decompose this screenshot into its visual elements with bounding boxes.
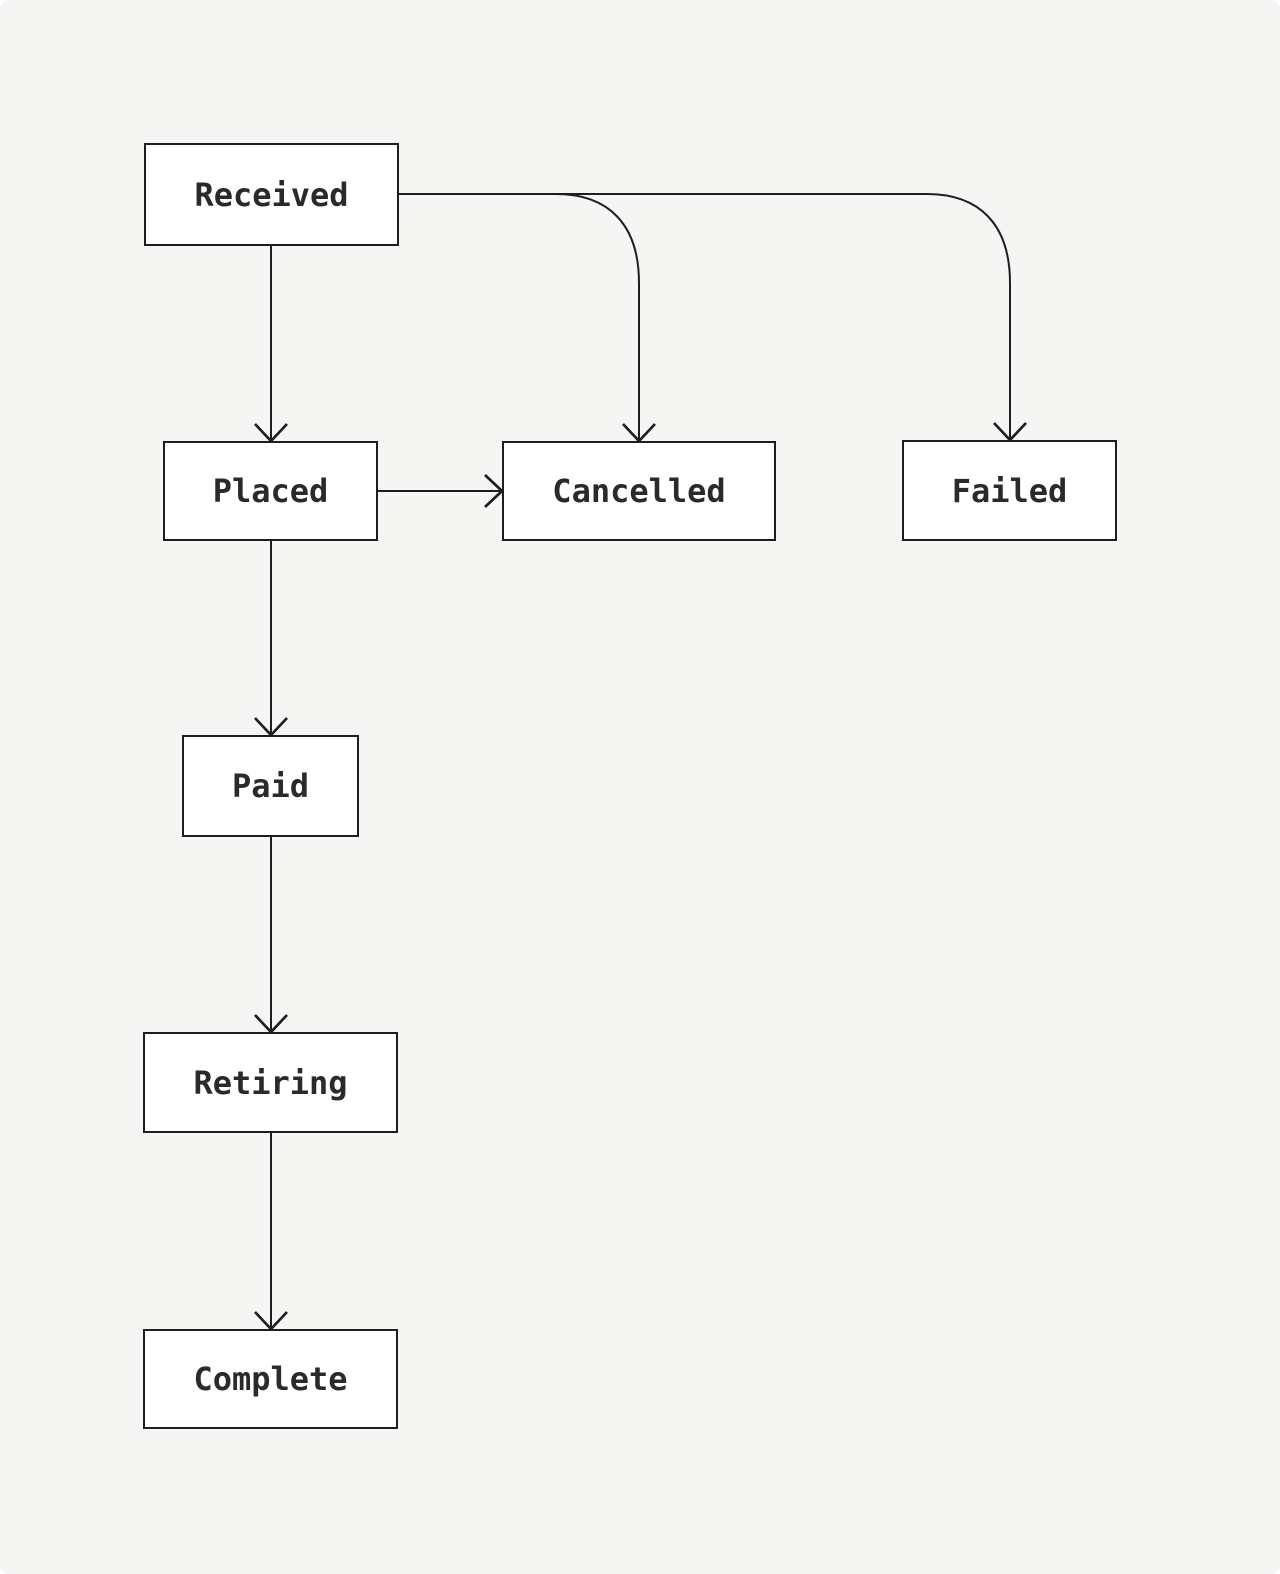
edge-placed-paid (254, 541, 288, 737)
edge-received-failed (399, 193, 1027, 442)
node-received-label: Received (194, 175, 349, 214)
node-retiring: Retiring (143, 1032, 398, 1133)
node-failed: Failed (902, 440, 1117, 541)
edge-placed-cancelled (378, 474, 504, 508)
node-complete-label: Complete (193, 1360, 348, 1398)
edge-paid-retiring (254, 837, 288, 1034)
node-failed-label: Failed (951, 471, 1068, 510)
edge-received-cancelled (399, 193, 656, 443)
node-retiring-label: Retiring (193, 1063, 348, 1102)
node-paid: Paid (182, 735, 359, 837)
node-paid-label: Paid (231, 767, 310, 805)
edge-retiring-complete (254, 1133, 288, 1331)
node-placed-label: Placed (212, 472, 329, 510)
node-placed: Placed (163, 441, 378, 541)
edge-received-placed (254, 246, 288, 443)
node-cancelled-label: Cancelled (552, 472, 726, 510)
node-cancelled: Cancelled (502, 441, 776, 541)
node-complete: Complete (143, 1329, 398, 1429)
node-received: Received (144, 143, 399, 246)
